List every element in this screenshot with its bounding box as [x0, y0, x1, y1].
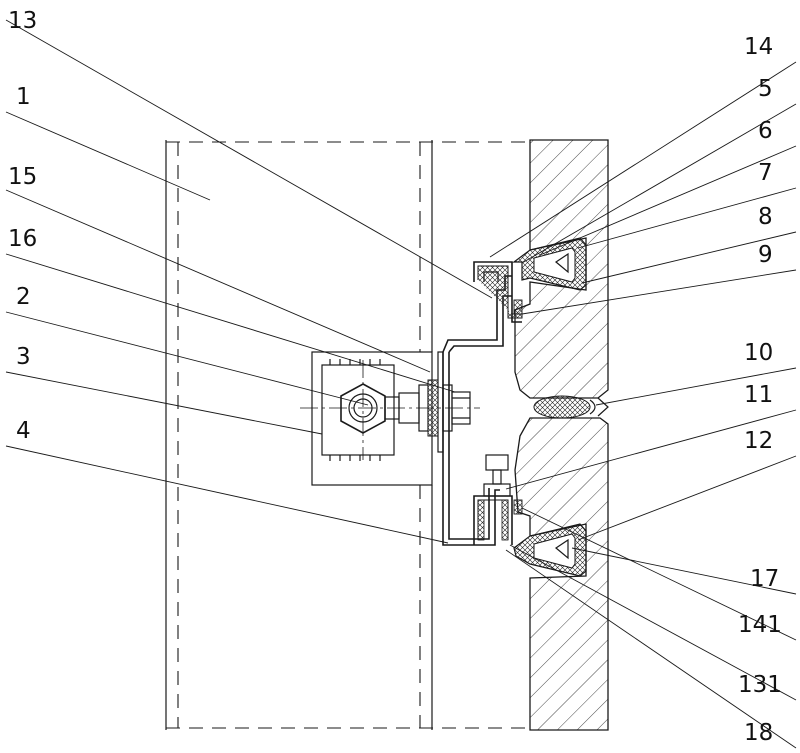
label-1: 1 [16, 84, 31, 110]
leader-lines [5, 19, 797, 749]
label-131: 131 [738, 672, 782, 698]
label-12: 12 [744, 428, 773, 454]
bolt-assembly-part-16 [384, 351, 471, 453]
label-5: 5 [758, 76, 773, 102]
lower-hook-part-131 [473, 495, 523, 545]
label-141: 141 [738, 612, 782, 638]
upper-stone-panel [514, 139, 609, 399]
sealant-joint-part-10 [533, 395, 609, 419]
label-8: 8 [758, 204, 773, 230]
anchor-bolt-part-2 [300, 360, 480, 460]
label-18: 18 [744, 720, 773, 746]
label-4: 4 [16, 418, 31, 444]
label-11: 11 [744, 382, 773, 408]
part-labels: 13 1 15 16 2 3 4 14 5 6 7 8 9 10 11 12 1… [8, 8, 782, 746]
label-6: 6 [758, 118, 773, 144]
lower-stone-panel [514, 417, 609, 731]
label-17: 17 [750, 566, 779, 592]
label-9: 9 [758, 242, 773, 268]
column-part-1 [165, 140, 530, 730]
label-15: 15 [8, 164, 37, 190]
label-14: 14 [744, 34, 773, 60]
label-3: 3 [16, 344, 31, 370]
label-7: 7 [758, 160, 773, 186]
label-16: 16 [8, 226, 37, 252]
label-13: 13 [8, 8, 37, 34]
label-10: 10 [744, 340, 773, 366]
label-2: 2 [16, 284, 31, 310]
upper-bracket-profile [512, 237, 587, 291]
